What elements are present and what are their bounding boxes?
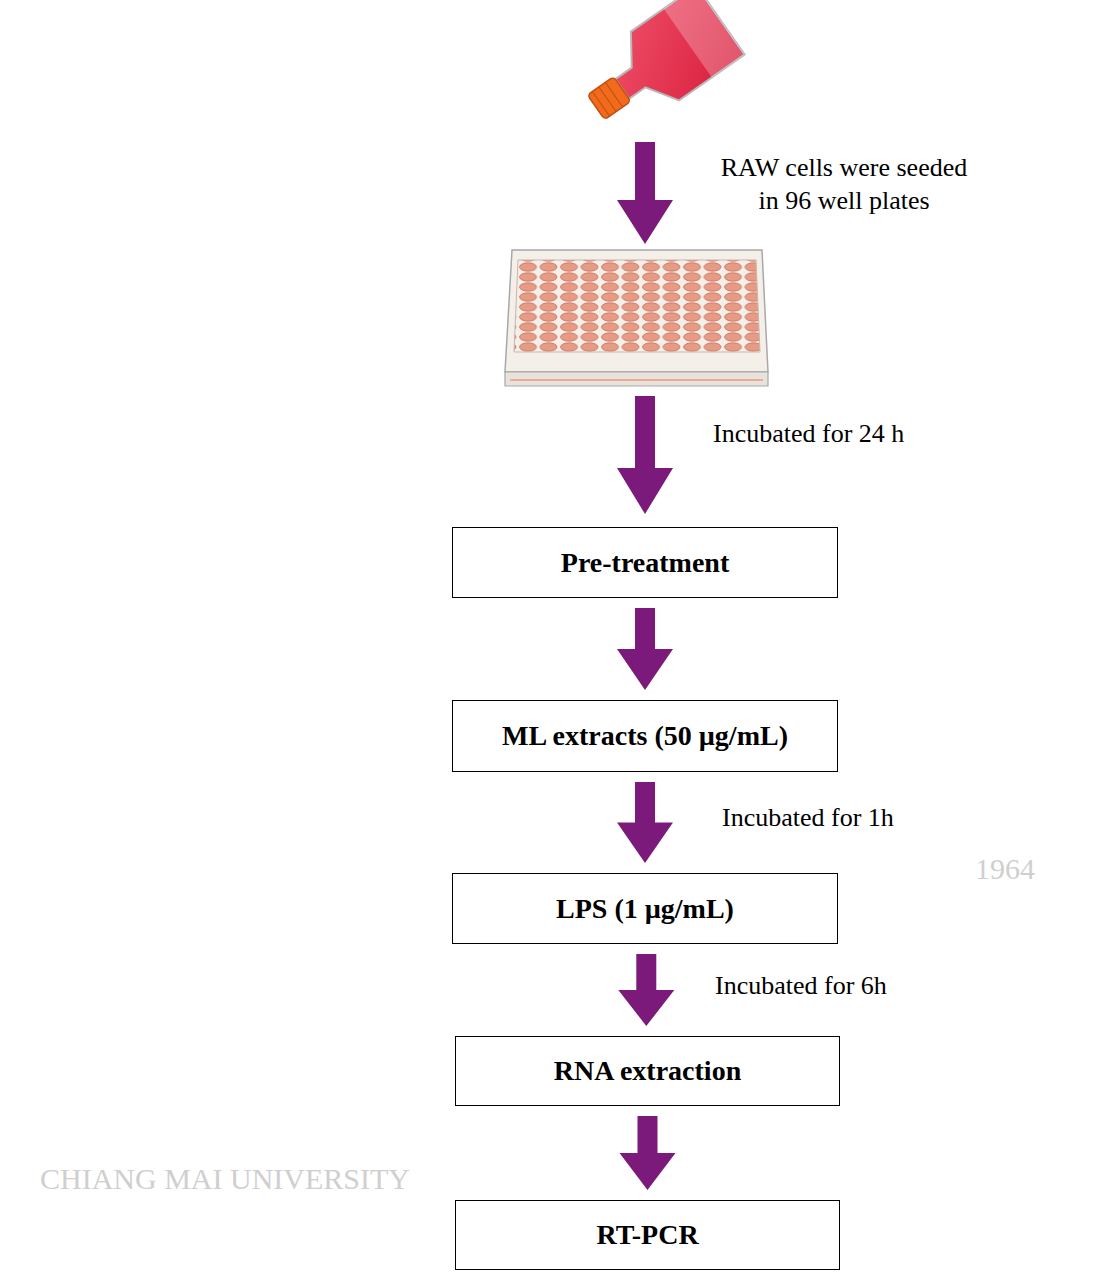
flow-arrow [617,782,673,863]
process-box: Pre-treatment [452,527,838,598]
flow-arrow [617,608,673,690]
process-box: RNA extraction [455,1036,840,1106]
edge-label: Incubated for 6h [715,970,887,1003]
step-note: RAW cells were seeded in 96 well plates [708,152,980,217]
flow-arrow [620,1116,676,1190]
box-text: Pre-treatment [561,547,729,579]
box-text: RT-PCR [596,1219,698,1251]
flow-arrow [617,396,673,514]
flow-arrow [618,954,674,1026]
box-text: LPS (1 µg/mL) [556,893,734,925]
process-box: ML extracts (50 µg/mL) [452,700,838,772]
culture-flask [572,0,745,142]
step-note: Incubated for 24 h [713,418,904,451]
process-box: RT-PCR [455,1200,840,1270]
box-text: RNA extraction [554,1055,741,1087]
flow-arrow [617,142,673,244]
well-plate [505,250,768,386]
box-text: ML extracts (50 µg/mL) [502,720,788,752]
watermark-text: 1964 [975,850,1035,888]
edge-label: Incubated for 1h [722,802,894,835]
watermark-text: CHIANG MAI UNIVERSITY [40,1160,410,1198]
process-box: LPS (1 µg/mL) [452,873,838,944]
